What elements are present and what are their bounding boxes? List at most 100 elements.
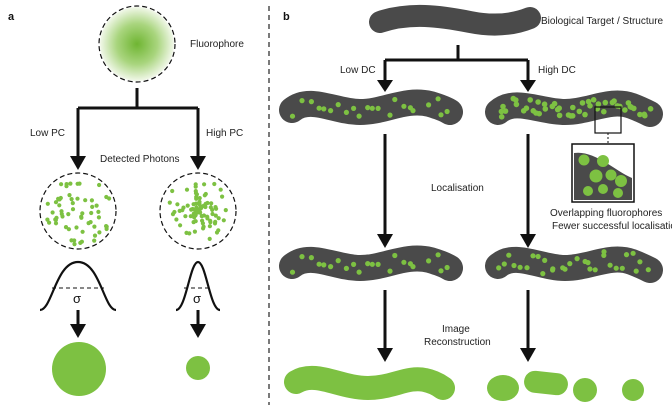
high-pc-arrowhead xyxy=(190,156,206,170)
photon-dot xyxy=(199,214,204,219)
localisation-dot xyxy=(444,264,450,271)
fluorophore-dot xyxy=(576,108,583,115)
low-dc-localisations xyxy=(289,252,450,275)
fluorophore-dot xyxy=(611,98,617,104)
target-label: Biological Target / Structure xyxy=(541,16,664,27)
high-pc-sigma: σ xyxy=(193,291,201,306)
photon-dot xyxy=(197,196,202,201)
photon-dot xyxy=(212,181,217,187)
photon-dot xyxy=(50,210,55,215)
fluorophore-dot xyxy=(631,105,637,112)
high-dc-reconstruction xyxy=(487,370,644,402)
low-dc-localisation-arrowhead xyxy=(377,234,393,248)
high-dc-localised-structure xyxy=(485,246,663,283)
photon-dot xyxy=(66,227,71,232)
photon-dot xyxy=(216,216,221,221)
fluorophore-dot xyxy=(642,112,648,119)
high-pc-photons xyxy=(167,181,228,241)
fluorophore-dot xyxy=(498,108,505,115)
fluorophore-dot xyxy=(622,107,628,113)
photon-dot xyxy=(104,226,109,232)
fluorophore-dot xyxy=(321,106,327,112)
high-pc-result-arrowhead xyxy=(190,324,206,338)
photon-dot xyxy=(175,202,180,207)
fluorophore-outline xyxy=(98,5,176,83)
localisation-dot xyxy=(511,262,517,269)
localisation-dot xyxy=(351,261,357,267)
photon-dot xyxy=(45,217,50,222)
low-pc-spot xyxy=(52,342,106,396)
high-dc-localisations xyxy=(496,249,651,277)
photon-dot xyxy=(213,219,218,224)
photon-dot xyxy=(80,211,85,216)
localisation-label: Localisation xyxy=(431,183,484,194)
localisation-dot xyxy=(356,269,362,275)
photon-dot xyxy=(86,221,91,226)
fluorophore-dot xyxy=(308,99,314,105)
photon-dot xyxy=(205,216,210,221)
localisation-dot xyxy=(645,267,651,273)
high-pc-label: High PC xyxy=(206,128,243,139)
localisation-dot xyxy=(619,265,625,271)
zoom-inset-overlapping-fluorophores xyxy=(578,154,627,198)
photon-dot xyxy=(69,197,74,202)
photon-dot xyxy=(79,239,84,244)
localisation-dot xyxy=(365,261,371,267)
photon-dot xyxy=(70,201,75,206)
fluorophore-dot xyxy=(502,108,509,114)
photon-dot xyxy=(79,214,84,219)
photon-dot xyxy=(221,218,226,223)
photon-dot xyxy=(57,203,62,208)
localisation-dot xyxy=(601,252,607,258)
photon-dot xyxy=(208,205,213,210)
biological-target xyxy=(369,4,541,36)
fluorophore-dot xyxy=(316,105,322,111)
localisation-dot xyxy=(574,256,580,262)
fluorophore-dot xyxy=(536,110,542,117)
photon-dot xyxy=(70,207,76,212)
photon-dot xyxy=(183,214,188,219)
low-pc-arrowhead xyxy=(70,156,86,170)
fluorophore-dot xyxy=(435,96,441,102)
photon-count-tree xyxy=(76,88,200,160)
photon-dot xyxy=(201,224,206,229)
fluorophore-dot xyxy=(647,106,654,112)
fluorophore-dot xyxy=(328,108,334,114)
high-dc-reconstruction-arrowhead xyxy=(520,348,536,362)
fluorophore-dot xyxy=(617,103,623,110)
fluorophore-dot xyxy=(554,106,561,113)
fluorophore-dot xyxy=(498,114,505,120)
photon-dot xyxy=(181,205,186,210)
localisation-dot xyxy=(410,264,416,270)
overlap-note-line1: Overlapping fluorophores xyxy=(550,208,662,219)
localisation-dot xyxy=(540,271,546,277)
photon-dot xyxy=(193,189,198,194)
fluorophore-dot xyxy=(587,103,593,109)
localisation-dot xyxy=(316,261,322,267)
photon-dot xyxy=(45,201,50,206)
low-dc-localised-structure xyxy=(279,245,463,282)
detected-photons-label: Detected Photons xyxy=(100,154,180,165)
localisation-dot xyxy=(289,269,296,275)
high-dc-label: High DC xyxy=(538,65,576,76)
fluorophore-dot xyxy=(343,109,349,115)
fluorophore-dot xyxy=(601,108,607,115)
fluorophore-dot xyxy=(426,102,432,108)
fluorophore-dot xyxy=(335,102,341,108)
photon-dot xyxy=(104,194,109,200)
fluorophore-dot xyxy=(513,97,519,103)
overlap-note-line2: Fewer successful localisations xyxy=(552,221,672,232)
localisation-dot xyxy=(438,268,444,274)
photon-dot xyxy=(218,187,223,192)
fluorophore-dot xyxy=(585,98,592,105)
low-pc-photons xyxy=(45,181,112,247)
fluorophore-dot xyxy=(625,100,632,106)
photon-dot xyxy=(92,238,97,243)
low-pc-photon-circle xyxy=(39,172,117,250)
photon-dot xyxy=(92,224,97,229)
photon-dot xyxy=(72,238,77,243)
fluorophore-dot xyxy=(392,96,398,103)
photon-dot xyxy=(59,182,64,187)
photon-dot xyxy=(97,230,102,235)
